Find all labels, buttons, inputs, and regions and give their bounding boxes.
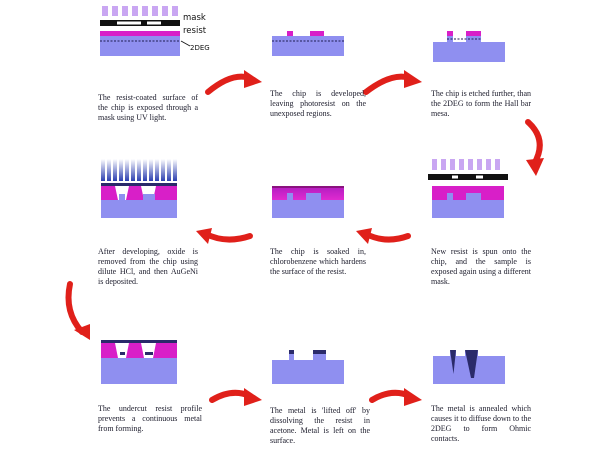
arrow-head	[244, 70, 262, 88]
mesa	[306, 193, 321, 200]
step-4-caption: New resist is spun onto the chip, and th…	[431, 247, 531, 286]
hardened-surface	[272, 186, 344, 188]
arrow-head	[244, 388, 262, 406]
mesa	[143, 194, 155, 200]
arrow-head	[356, 228, 372, 244]
mesa	[466, 193, 481, 200]
mesa	[313, 354, 326, 360]
arrow-heads	[74, 70, 544, 406]
metal-layer	[101, 183, 177, 186]
step-9-caption: The metal is annealed which causes it to…	[431, 404, 531, 443]
mesa	[447, 193, 453, 200]
mask	[428, 174, 508, 180]
step-3-caption: The chip is etched further, than the 2DE…	[431, 89, 531, 118]
metal-contact	[313, 350, 326, 354]
arrow-6-to-7	[65, 281, 85, 335]
substrate	[433, 42, 505, 62]
arrow-5-to-6	[203, 231, 253, 243]
arrow-head	[74, 324, 90, 340]
2deg-pointer	[180, 40, 191, 47]
arrow-1-to-2	[205, 73, 253, 95]
mesa	[287, 193, 293, 200]
substrate	[432, 200, 504, 218]
2deg-label: 2DEG	[190, 44, 210, 52]
step-2-caption: The chip is developed, leaving photoresi…	[270, 89, 366, 118]
arrow-head	[404, 70, 422, 88]
resist-layer	[100, 31, 180, 36]
step-6-caption: After developing, oxide is removed from …	[98, 247, 198, 286]
resist-label: resist	[183, 26, 207, 36]
substrate	[272, 360, 344, 384]
arrow-head	[404, 388, 422, 406]
mesa	[447, 36, 453, 42]
mask	[100, 20, 180, 26]
step-5-illustration	[272, 186, 344, 218]
substrate	[101, 358, 177, 384]
arrow-3-to-4	[525, 119, 543, 167]
resist-block	[466, 31, 481, 36]
uv-light	[102, 6, 178, 16]
substrate	[100, 36, 180, 56]
arrow-head	[196, 228, 212, 244]
mesa	[119, 194, 125, 200]
step-3-illustration	[433, 31, 505, 62]
step-8-caption: The metal is 'lifted off' by dissolving …	[270, 406, 370, 445]
step-9-illustration	[433, 350, 505, 384]
step-4-illustration	[428, 159, 508, 218]
metal-layer	[101, 340, 177, 343]
uv-light-gaps	[105, 159, 173, 181]
resist-layer	[101, 186, 177, 200]
uv-light	[432, 159, 500, 170]
mask-label: mask	[183, 13, 206, 23]
step-2-illustration	[272, 31, 344, 56]
resist-block	[310, 31, 324, 36]
step-5-caption: The chip is soaked in, chlorobenzene whi…	[270, 247, 366, 276]
arrow-head	[526, 158, 544, 176]
metal-deposit	[120, 352, 125, 355]
step-8-illustration	[272, 350, 344, 384]
step-1-illustration	[100, 6, 191, 56]
arrow-4-to-5	[363, 231, 411, 243]
ohmic-spike	[450, 350, 456, 374]
metal-deposit	[145, 352, 153, 355]
arrow-2-to-3	[363, 73, 413, 95]
resist-block	[447, 31, 453, 36]
step-7-illustration	[101, 340, 177, 384]
ohmic-spike	[465, 350, 478, 378]
substrate	[101, 200, 177, 218]
substrate	[272, 200, 344, 218]
uv-light	[101, 159, 177, 181]
resist-block	[287, 31, 293, 36]
substrate	[272, 36, 344, 56]
mesa	[289, 354, 294, 360]
metal-contact	[289, 350, 294, 354]
resist-layer	[101, 343, 177, 358]
step-1-caption: The resist-coated surface of the chip is…	[98, 93, 198, 122]
step-6-illustration	[101, 159, 177, 218]
step-7-caption: The undercut resist profile prevents a c…	[98, 404, 202, 433]
